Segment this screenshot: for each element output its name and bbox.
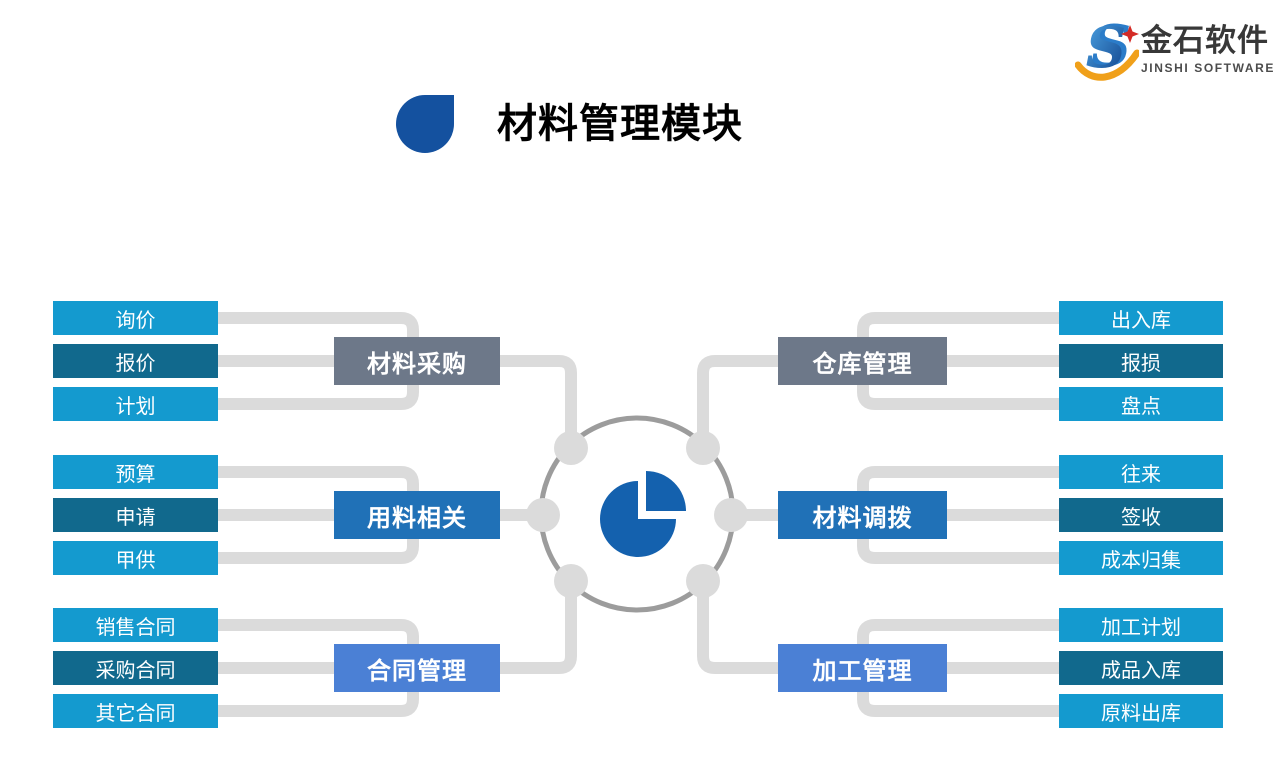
connector-line [498,581,577,674]
hub-node-dot [554,564,588,598]
logo: S S 金石软件 JINSHI SOFTWARE [1075,13,1275,85]
item-box: 其它合同 [53,694,218,728]
item-box: 成品入库 [1059,651,1223,685]
logo-mark-icon: S S [1075,13,1139,81]
connector-line [697,581,780,674]
item-box: 盘点 [1059,387,1223,421]
item-box: 申请 [53,498,218,532]
hub-node-dot [526,498,560,532]
category-box: 合同管理 [334,644,500,692]
drop-bullet-icon [396,95,454,153]
item-box: 计划 [53,387,218,421]
item-box: 出入库 [1059,301,1223,335]
logo-sparkle-icon [1121,25,1139,43]
hub-node-dot [686,564,720,598]
category-box: 仓库管理 [778,337,947,385]
item-box: 报损 [1059,344,1223,378]
category-box: 加工管理 [778,644,947,692]
item-box: 签收 [1059,498,1223,532]
logo-name-en: JINSHI SOFTWARE [1141,61,1276,76]
category-box: 用料相关 [334,491,500,539]
item-box: 采购合同 [53,651,218,685]
logo-swoosh [1075,49,1139,81]
item-box: 报价 [53,344,218,378]
connector-line [697,355,780,448]
category-box: 材料采购 [334,337,500,385]
item-box: 原料出库 [1059,694,1223,728]
category-box: 材料调拨 [778,491,947,539]
hub-node-dot [686,431,720,465]
hub-node-dot [554,431,588,465]
item-box: 预算 [53,455,218,489]
item-box: 销售合同 [53,608,218,642]
logo-text: 金石软件 JINSHI SOFTWARE [1141,23,1276,76]
item-box: 甲供 [53,541,218,575]
page-title: 材料管理模块 [497,102,743,146]
page-header: 材料管理模块 [396,95,743,153]
connector-line [498,355,577,448]
item-box: 询价 [53,301,218,335]
pie-chart-icon [600,471,686,557]
hub-node-dot [714,498,748,532]
item-box: 成本归集 [1059,541,1223,575]
logo-name-cn: 金石软件 [1141,23,1269,58]
item-box: 往来 [1059,455,1223,489]
item-box: 加工计划 [1059,608,1223,642]
